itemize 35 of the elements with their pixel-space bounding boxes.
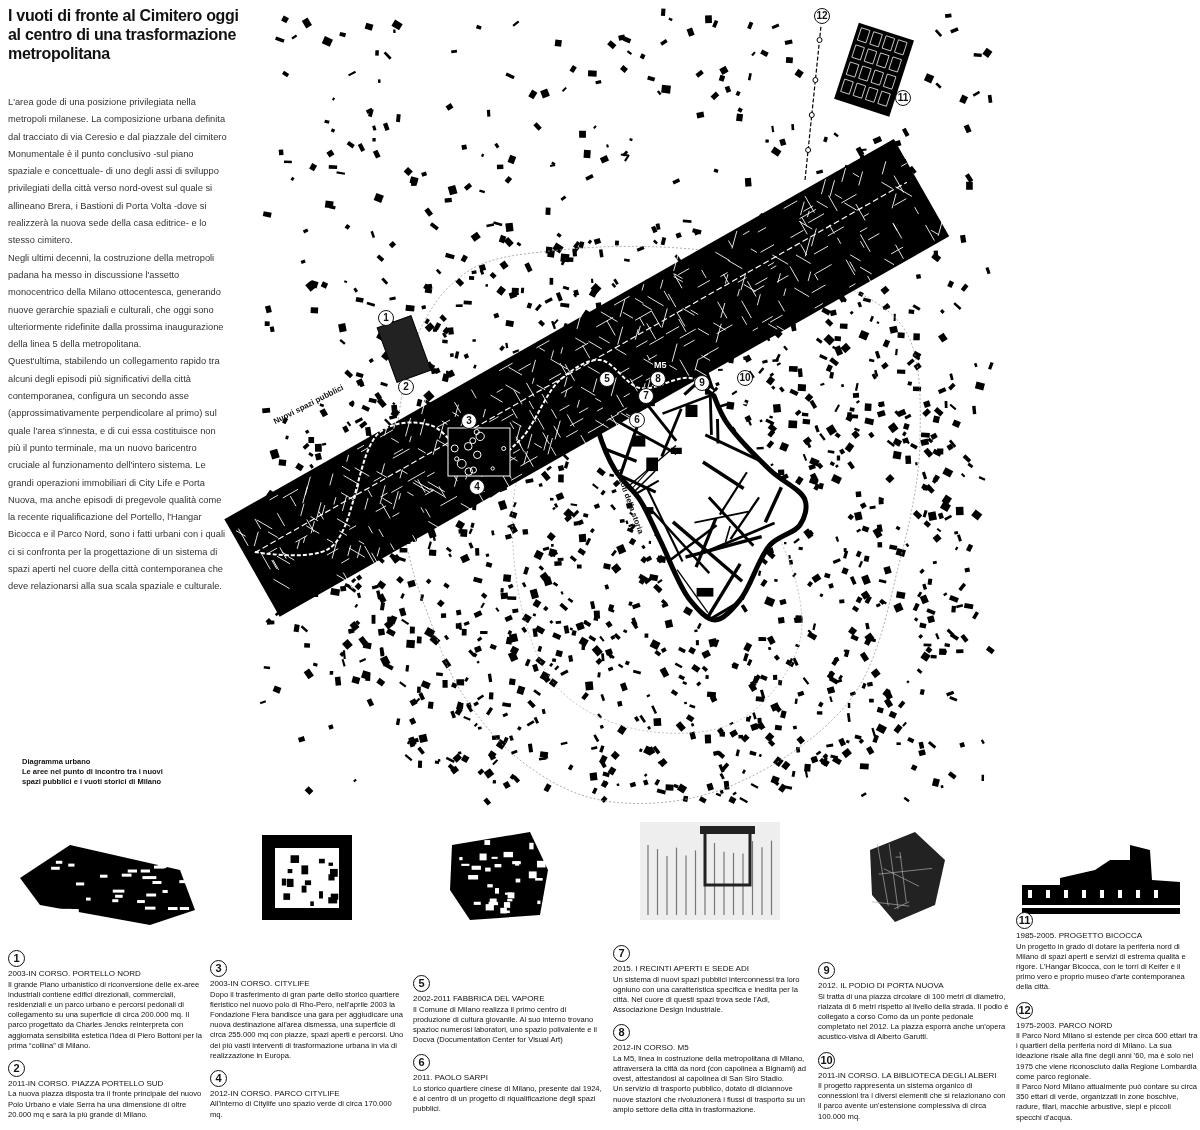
callout-number: 11 [895, 90, 911, 106]
callout-number: 1 [8, 950, 25, 967]
callout-number: 5 [413, 975, 430, 992]
paragraph: Quest'ultima, stabilendo un collegamento rapido tra alcuni degli episodi più significativi della città contemporanea, configura un secondo asse (approssimativamente perpendicolare al primo) sul quale l'area s'innesta, e di cui essa costituisce non più il punto terminale, ma un nuovo baricentro cruciale al funzionamento dell'intero sistema. Le grandi operazioni immobiliari di City Life e Porta Nuova, ma anche episodi di pregevole qualità come la recente riqualificazione del Portello, l'Hangar Bicocca e il Parco Nord, sono i fatti urbani con i quali ci si confronta per la progettazione di un sistema di spazi aperti nel cuore della città contemporanea che deve relazionarsi alla sua scala spaziale e culturale. [8, 355, 227, 594]
heading: I vuoti di fronte al Cimitero oggi al centro di una trasformazione metropolitana [8, 6, 240, 63]
project-heading: 2002-2011 FABBRICA DEL VAPORE [413, 994, 546, 1005]
project-heading: 2015. I RECINTI APERTI E SEDE ADI [613, 964, 750, 975]
line-label: M5 [653, 360, 668, 370]
callout-number: 7 [613, 945, 630, 962]
project-heading: 2011-IN CORSO. PIAZZA PORTELLO SUD [8, 1078, 165, 1090]
paragraph: Negli ultimi decenni, la costruzione della metropoli padana ha messo in discussione l'assetto monocentrico della Milano ottocentesca, generando nuove gerarchie spaziali e culturali, che oggi sono ulteriormente ridefinite dalla prossima inaugurazione della linea 5 della metropolitana. [8, 251, 225, 352]
project-heading: 2003-IN CORSO. PORTELLO NORD [8, 969, 142, 980]
callout-number: 2 [8, 1059, 25, 1077]
callout-number: 11 [1016, 912, 1033, 929]
project-heading: 2012. IL PODIO DI PORTA NUOVA [818, 981, 945, 992]
callout-number: 2 [398, 379, 414, 395]
callout-number: 1 [378, 310, 394, 326]
callout-number: 10 [818, 1051, 835, 1069]
callout-number: 6 [413, 1054, 430, 1072]
project-heading: 2012-IN CORSO. PARCO CITYLIFE [210, 1088, 341, 1100]
callout-number: 8 [613, 1024, 630, 1042]
callout-number: 10 [737, 370, 753, 386]
callout-number: 3 [210, 960, 227, 977]
area-label: I vuoti della storia [613, 468, 646, 535]
callout-number: 9 [818, 962, 835, 979]
project-heading: 2012-IN CORSO. M5 [613, 1043, 690, 1054]
project-heading: 2003-IN CORSO. CITYLIFE [210, 979, 311, 990]
callout-number: 12 [814, 8, 830, 24]
project-heading: 2011. PAOLO SARPI [413, 1073, 489, 1084]
project-heading: 2011-IN CORSO. LA BIBLIOTECA DEGLI ALBERI [818, 1070, 998, 1081]
callout-number: 12 [1016, 1001, 1033, 1019]
project-heading: 1985-2005. PROGETTO BICOCCA [1016, 931, 1144, 942]
callout-number: 4 [210, 1069, 227, 1087]
project-heading: 1975-2003. PARCO NORD [1016, 1020, 1114, 1031]
paragraph: L'area gode di una posizione privilegiata nella metropoli milanese. La composizione urbana definita dal tracciato di via Ceresio e dal piazzale del cimitero Monumentale è il punto conclusivo -sul piano spaziale e concettuale- di uno degli assi di sviluppo privilegiati della città verso nord-ovest sul quale si allineano Brera, i Bastioni di Porta Volta -dove si realizzerà la nuova sede della casa editrice- e lo stesso cimitero. [8, 96, 228, 248]
